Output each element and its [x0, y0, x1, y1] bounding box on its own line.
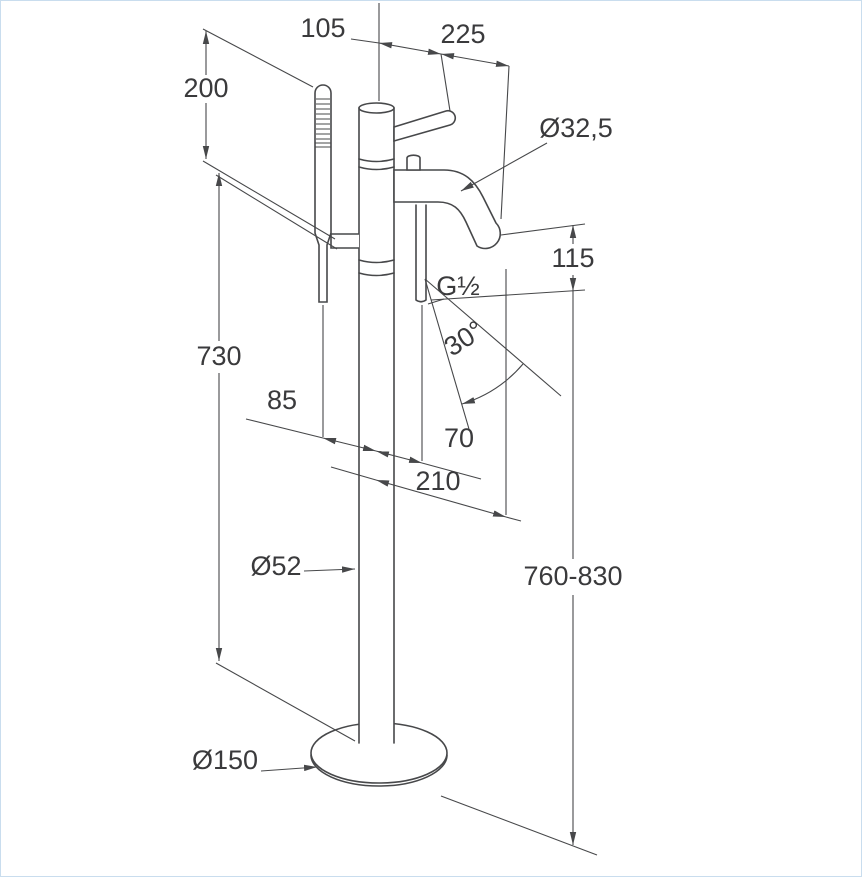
dim-200-label: 200	[183, 73, 228, 103]
dimension-holder-height: 730	[196, 173, 356, 742]
leader-line	[427, 298, 445, 305]
dimension-offsets: 85 70 210	[245, 269, 522, 522]
extension-lines	[215, 174, 356, 742]
dimension-column-diameter: Ø52	[250, 551, 356, 581]
extension-lines	[245, 269, 522, 522]
dim-line-105	[378, 42, 442, 55]
hand-shower-body	[314, 84, 332, 303]
dim-line-210	[375, 479, 507, 518]
dim-line-70	[375, 450, 423, 464]
leader-line	[460, 142, 548, 192]
dim-32-label: Ø32,5	[539, 113, 613, 143]
dim-70-label: 70	[444, 423, 474, 453]
dimension-hand-shower-length: 200	[183, 28, 336, 240]
dim-g12-label: G½	[436, 271, 480, 301]
angle-arc	[461, 363, 524, 405]
dim-760-830-label: 760-830	[523, 561, 622, 591]
dim-210-label: 210	[415, 466, 460, 496]
diverter-knob	[406, 154, 421, 171]
column-joints	[358, 158, 395, 277]
hand-shower	[314, 84, 359, 303]
extension-lines	[202, 28, 336, 240]
column-cap	[358, 102, 395, 114]
base-plate-rim	[310, 754, 448, 787]
shower-holder-bracket	[330, 233, 359, 249]
dim-115-label: 115	[551, 243, 594, 273]
dim-150-label: Ø150	[192, 745, 258, 775]
extension-lines	[430, 223, 598, 856]
hand-shower-grip-ring	[315, 142, 331, 148]
spout	[393, 169, 502, 250]
dimension-spout-diameter: Ø32,5	[460, 113, 613, 192]
dim-85-label: 85	[267, 385, 297, 415]
angle-rays	[424, 278, 562, 430]
dimension-connection-thread: G½	[427, 271, 480, 305]
dim-line-85	[322, 437, 377, 452]
hand-shower-grip-texture	[316, 98, 330, 140]
dimension-base-diameter: Ø150	[192, 745, 318, 775]
dimension-right-heights: 115 760-830	[430, 223, 623, 856]
leader-line	[303, 566, 356, 573]
leader-line	[260, 764, 318, 772]
dim-105-label: 105	[300, 13, 345, 43]
column-body	[359, 109, 394, 743]
lever-handle	[393, 109, 457, 143]
column	[358, 102, 395, 744]
hose-outlet-tube	[415, 204, 427, 303]
dim-line-225	[440, 53, 510, 67]
column-edges	[358, 107, 395, 744]
dim-52-label: Ø52	[250, 551, 301, 581]
dim-30deg-label: 30°	[439, 315, 490, 362]
dimension-top-projection: 105 225	[300, 3, 510, 220]
faucet-drawing	[310, 84, 502, 787]
dimension-spout-angle: 30°	[424, 278, 562, 430]
dim-730-label: 730	[196, 341, 241, 371]
dim-225-label: 225	[440, 19, 485, 49]
